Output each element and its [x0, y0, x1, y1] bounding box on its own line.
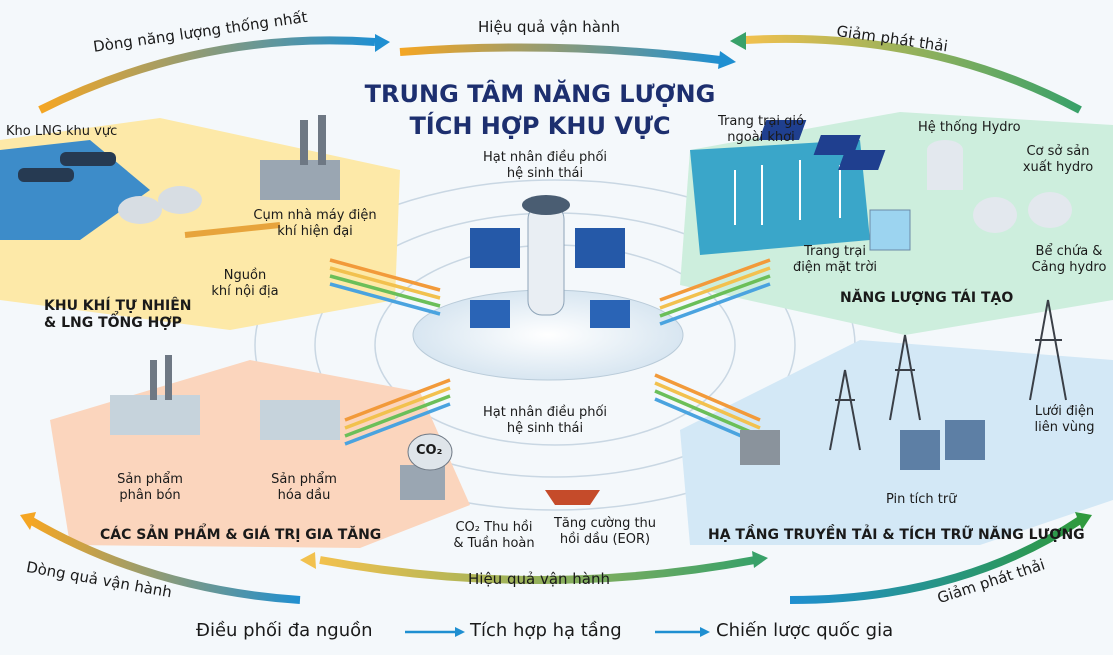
strategy-step-2: Tích hợp hạ tầng: [470, 620, 622, 641]
renewable-section-title: NĂNG LƯỢNG TÁI TẠO: [840, 290, 1013, 307]
eor-label-line-2: hồi dầu (EOR): [545, 532, 665, 548]
hydro-production-label: Cơ sở sản xuất hydro: [1018, 144, 1098, 176]
hydrogen-port-label-line-1: Bể chứa &: [1028, 244, 1110, 260]
interconnect-grid-label-line-2: liên vùng: [1022, 420, 1107, 436]
grid-section-title: HẠ TẦNG TRUYỀN TẢI & TÍCH TRỮ NĂNG LƯỢNG: [708, 527, 1085, 544]
solar-farm-label-line-2: điện mặt trời: [785, 260, 885, 276]
battery-storage-label: Pin tích trữ: [886, 492, 956, 508]
gas-section-title-line-2: & LNG TỔNG HỢP: [44, 315, 192, 332]
product-zone: [50, 360, 470, 548]
hub-label-top: Hạt nhân điều phối hệ sinh thái: [470, 150, 620, 182]
solar-farm-label-line-1: Trang trại: [785, 244, 885, 260]
top-flow-center-label: Hiệu quả vận hành: [478, 18, 620, 36]
petrochemical-label-line-1: Sản phẩm: [264, 472, 344, 488]
domestic-gas-label-line-1: Nguồn: [195, 268, 295, 284]
petrochemical-label: Sản phẩm hóa dầu: [264, 472, 344, 504]
hydro-system-label: Hệ thống Hydro: [918, 120, 1021, 136]
hub-label-top-line-1: Hạt nhân điều phối: [470, 150, 620, 166]
top-arc-center: [400, 48, 720, 61]
strategy-step-1: Điều phối đa nguồn: [196, 620, 373, 641]
title-line-1: TRUNG TÂM NĂNG LƯỢNG: [330, 78, 750, 110]
hydrogen-port-label: Bể chứa & Cảng hydro: [1028, 244, 1110, 276]
co2-capture-label: CO₂ Thu hồi & Tuần hoàn: [444, 520, 544, 552]
control-tower: [528, 205, 564, 315]
co2-capture-label-line-2: & Tuần hoàn: [444, 536, 544, 552]
fertilizer-label-line-2: phân bón: [110, 488, 190, 504]
interconnect-grid-label: Lưới điện liên vùng: [1022, 404, 1107, 436]
gas-section-title: KHU KHÍ TỰ NHIÊN & LNG TỔNG HỢP: [44, 298, 192, 332]
interconnect-grid-label-line-1: Lưới điện: [1022, 404, 1107, 420]
offshore-wind-label-line-2: ngoài khơi: [706, 130, 816, 146]
co2-badge: CO₂: [416, 443, 442, 459]
lng-storage-label: Kho LNG khu vực: [6, 124, 117, 140]
hub-label-bottom-line-1: Hạt nhân điều phối: [470, 405, 620, 421]
eor-label-line-1: Tăng cường thu: [545, 516, 665, 532]
main-title: TRUNG TÂM NĂNG LƯỢNG TÍCH HỢP KHU VỰC: [330, 78, 750, 142]
gas-plant-label: Cụm nhà máy điện khí hiện đại: [250, 208, 380, 240]
strategy-step-3: Chiến lược quốc gia: [716, 620, 893, 641]
offshore-wind-label-line-1: Trang trại gió: [706, 114, 816, 130]
bottom-flow-center-label: Hiệu quả vận hành: [468, 570, 610, 588]
hub-label-top-line-2: hệ sinh thái: [470, 166, 620, 182]
hydrogen-port-label-line-2: Cảng hydro: [1028, 260, 1110, 276]
domestic-gas-label: Nguồn khí nội địa: [195, 268, 295, 300]
fertilizer-label-line-1: Sản phẩm: [110, 472, 190, 488]
co2-capture-label-line-1: CO₂ Thu hồi: [444, 520, 544, 536]
hydro-production-label-line-1: Cơ sở sản: [1018, 144, 1098, 160]
top-arc-left: [40, 40, 375, 110]
domestic-gas-label-line-2: khí nội địa: [195, 284, 295, 300]
hub-label-bottom-line-2: hệ sinh thái: [470, 421, 620, 437]
products-section-title: CÁC SẢN PHẨM & GIÁ TRỊ GIA TĂNG: [100, 527, 381, 544]
petrochemical-label-line-2: hóa dầu: [264, 488, 344, 504]
title-line-2: TÍCH HỢP KHU VỰC: [330, 110, 750, 142]
gas-plant-label-line-1: Cụm nhà máy điện: [250, 208, 380, 224]
hub-label-bottom: Hạt nhân điều phối hệ sinh thái: [470, 405, 620, 437]
offshore-wind-label: Trang trại gió ngoài khơi: [706, 114, 816, 146]
fertilizer-label: Sản phẩm phân bón: [110, 472, 190, 504]
eor-label: Tăng cường thu hồi dầu (EOR): [545, 516, 665, 548]
gas-section-title-line-1: KHU KHÍ TỰ NHIÊN: [44, 298, 192, 315]
solar-farm-label: Trang trại điện mặt trời: [785, 244, 885, 276]
gas-plant-label-line-2: khí hiện đại: [250, 224, 380, 240]
hydro-production-label-line-2: xuất hydro: [1018, 160, 1098, 176]
